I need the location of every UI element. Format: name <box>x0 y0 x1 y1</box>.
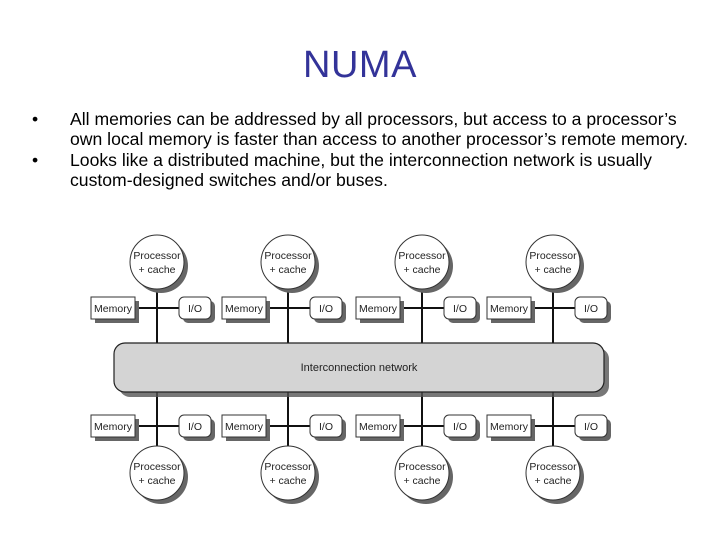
processor-sublabel: + cache <box>269 264 306 276</box>
memory-box <box>221 414 267 438</box>
io-label: I/O <box>453 421 467 433</box>
processor-circle <box>525 445 581 501</box>
interconnection-network: Interconnection network <box>113 342 609 397</box>
processor-label: Processor <box>264 250 312 262</box>
processor-sublabel: + cache <box>138 264 175 276</box>
processor-label: Processor <box>529 461 577 473</box>
slide-title: NUMA <box>303 44 417 86</box>
io-box <box>443 296 477 320</box>
network-box <box>113 342 605 393</box>
processor-circle <box>394 234 450 290</box>
processor-sublabel: + cache <box>534 475 571 487</box>
bullet-item: • All memories can be addressed by all p… <box>32 109 692 149</box>
memory-label: Memory <box>490 421 529 433</box>
processor-circle <box>129 445 185 501</box>
memory-label: Memory <box>490 303 529 315</box>
bullet-text: Looks like a distributed machine, but th… <box>70 150 652 190</box>
io-box <box>309 414 343 438</box>
processor-circle <box>394 445 450 501</box>
io-label: I/O <box>188 303 202 315</box>
memory-label: Memory <box>225 421 264 433</box>
processor-label: Processor <box>133 461 181 473</box>
bullet-marker: • <box>32 109 39 129</box>
io-box <box>309 296 343 320</box>
processor-circle <box>525 234 581 290</box>
io-box <box>574 414 608 438</box>
bullet-item: • Looks like a distributed machine, but … <box>32 150 692 190</box>
processor-circle <box>260 234 316 290</box>
bullet-marker: • <box>32 150 39 170</box>
memory-box <box>90 296 136 320</box>
network-label: Interconnection network <box>301 362 418 374</box>
processor-sublabel: + cache <box>403 264 440 276</box>
memory-label: Memory <box>225 303 264 315</box>
processor-label: Processor <box>529 250 577 262</box>
bullet-list: • All memories can be addressed by all p… <box>32 109 692 192</box>
processor-sublabel: + cache <box>269 475 306 487</box>
io-box <box>443 414 477 438</box>
io-box <box>574 296 608 320</box>
memory-label: Memory <box>94 303 133 315</box>
processor-label: Processor <box>264 461 312 473</box>
processor-label: Processor <box>398 250 446 262</box>
memory-box <box>90 414 136 438</box>
processor-label: Processor <box>398 461 446 473</box>
io-label: I/O <box>453 303 467 315</box>
io-label: I/O <box>188 421 202 433</box>
io-label: I/O <box>584 303 598 315</box>
memory-box <box>355 296 401 320</box>
io-box <box>178 414 212 438</box>
memory-box <box>486 296 532 320</box>
processor-sublabel: + cache <box>534 264 571 276</box>
io-label: I/O <box>584 421 598 433</box>
bullet-text: All memories can be addressed by all pro… <box>70 109 688 149</box>
processor-sublabel: + cache <box>138 475 175 487</box>
memory-label: Memory <box>359 421 398 433</box>
memory-label: Memory <box>94 421 133 433</box>
memory-box <box>221 296 267 320</box>
memory-box <box>486 414 532 438</box>
memory-label: Memory <box>359 303 398 315</box>
processor-circle <box>129 234 185 290</box>
io-label: I/O <box>319 303 333 315</box>
io-box <box>178 296 212 320</box>
processor-label: Processor <box>133 250 181 262</box>
processor-sublabel: + cache <box>403 475 440 487</box>
processor-circle <box>260 445 316 501</box>
io-label: I/O <box>319 421 333 433</box>
memory-box <box>355 414 401 438</box>
